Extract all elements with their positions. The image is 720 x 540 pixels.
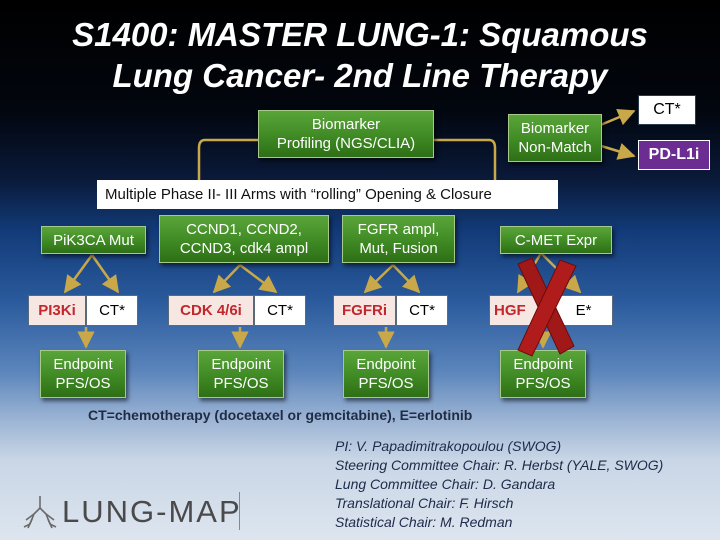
arm3-biomarker-box: FGFR ampl, Mut, Fusion xyxy=(342,215,455,263)
credits-block: PI: V. Papadimitrakopoulou (SWOG) Steeri… xyxy=(335,437,663,532)
arm4-control-box: E* xyxy=(554,295,613,326)
arm1-drug-box: PI3Ki xyxy=(28,295,86,326)
arm3-endpoint-box: Endpoint PFS/OS xyxy=(343,350,429,398)
slide-title-line-2: Lung Cancer- 2nd Line Therapy xyxy=(112,57,608,94)
biomarker-profiling-line2: Profiling (NGS/CLIA) xyxy=(276,135,416,152)
biomarker-nonmatch-line1: Biomarker xyxy=(520,120,590,137)
arm1-endpoint-box: Endpoint PFS/OS xyxy=(40,350,126,398)
arm2-biomarker-line1: CCND1, CCND2, xyxy=(186,221,302,238)
arm3-drug-box: FGFRi xyxy=(333,295,396,326)
abbreviation-footnote: CT=chemotherapy (docetaxel or gemcitabin… xyxy=(88,407,473,423)
profiling-left-bracket xyxy=(197,138,258,180)
arm1-biomarker-line1: PiK3CA Mut xyxy=(53,231,134,249)
biomarker-nonmatch-box: Biomarker Non-Match xyxy=(508,114,602,162)
nonmatch-to-pdl1-arrow xyxy=(597,143,636,160)
profiling-right-bracket xyxy=(434,138,497,180)
arm2-biomarker-box: CCND1, CCND2, CCND3, cdk4 ampl xyxy=(159,215,329,263)
arm3-control-box: CT* xyxy=(396,295,448,326)
arm3-drug-arrow xyxy=(363,264,394,294)
arm2-endpoint-line1: Endpoint xyxy=(211,356,271,373)
arm2-endpoint-box: Endpoint PFS/OS xyxy=(198,350,284,398)
lung-map-logo: LUNG-MAP xyxy=(20,492,252,532)
arm2-drug-arrow xyxy=(212,264,241,294)
biomarker-profiling-line1: Biomarker xyxy=(311,116,381,133)
arm1-control-box: CT* xyxy=(86,295,138,326)
arm4-endpoint-line2: PFS/OS xyxy=(515,375,571,392)
nonmatch-ct-box: CT* xyxy=(638,95,696,125)
logo-text: LUNG-MAP xyxy=(62,494,242,529)
credit-steering-chair: Steering Committee Chair: R. Herbst (YAL… xyxy=(335,457,664,473)
arm1-endpoint-line2: PFS/OS xyxy=(55,375,111,392)
logo-divider xyxy=(239,492,240,530)
arm4-endpoint-box: Endpoint PFS/OS xyxy=(500,350,586,398)
arm1-drug-arrow xyxy=(63,254,94,294)
arm2-control-arrow xyxy=(239,264,278,294)
arm2-drug-box: CDK 4/6i xyxy=(168,295,254,326)
credit-lung-chair: Lung Committee Chair: D. Gandara xyxy=(335,476,556,492)
rolling-arms-banner: Multiple Phase II- III Arms with “rollin… xyxy=(97,180,558,209)
arm3-control-arrow xyxy=(392,264,421,294)
arm3-biomarker-line1: FGFR ampl, xyxy=(357,221,440,238)
slide-title-line-1: S1400: MASTER LUNG-1: Squamous xyxy=(72,16,648,53)
credit-statistical-chair: Statistical Chair: M. Redman xyxy=(335,514,513,530)
arm-closed-x-icon xyxy=(517,258,577,357)
arm4-endpoint-line1: Endpoint xyxy=(513,356,573,373)
arm2-control-box: CT* xyxy=(254,295,306,326)
arm1-control-arrow xyxy=(90,254,120,294)
arm3-biomarker-line2: Mut, Fusion xyxy=(359,240,438,257)
arm1-biomarker-box: PiK3CA Mut xyxy=(41,226,146,254)
arm3-endpoint-line2: PFS/OS xyxy=(358,375,414,392)
arm1-endpoint-line1: Endpoint xyxy=(53,356,113,373)
arm2-endpoint-line2: PFS/OS xyxy=(213,375,269,392)
credit-pi: PI: V. Papadimitrakopoulou (SWOG) xyxy=(335,438,562,454)
arm3-endpoint-line1: Endpoint xyxy=(356,356,416,373)
arm2-biomarker-line2: CCND3, cdk4 ampl xyxy=(179,240,309,257)
arm4-biomarker-line1: C-MET Expr xyxy=(514,231,598,249)
biomarker-nonmatch-line2: Non-Match xyxy=(518,139,592,156)
credit-translational-chair: Translational Chair: F. Hirsch xyxy=(335,495,514,511)
arm4-biomarker-box: C-MET Expr xyxy=(500,226,612,254)
biomarker-profiling-box: Biomarker Profiling (NGS/CLIA) xyxy=(258,110,434,158)
nonmatch-pdl1-box: PD-L1i xyxy=(638,140,710,170)
nonmatch-to-ct-arrow xyxy=(597,108,636,128)
lungs-icon xyxy=(23,496,57,529)
